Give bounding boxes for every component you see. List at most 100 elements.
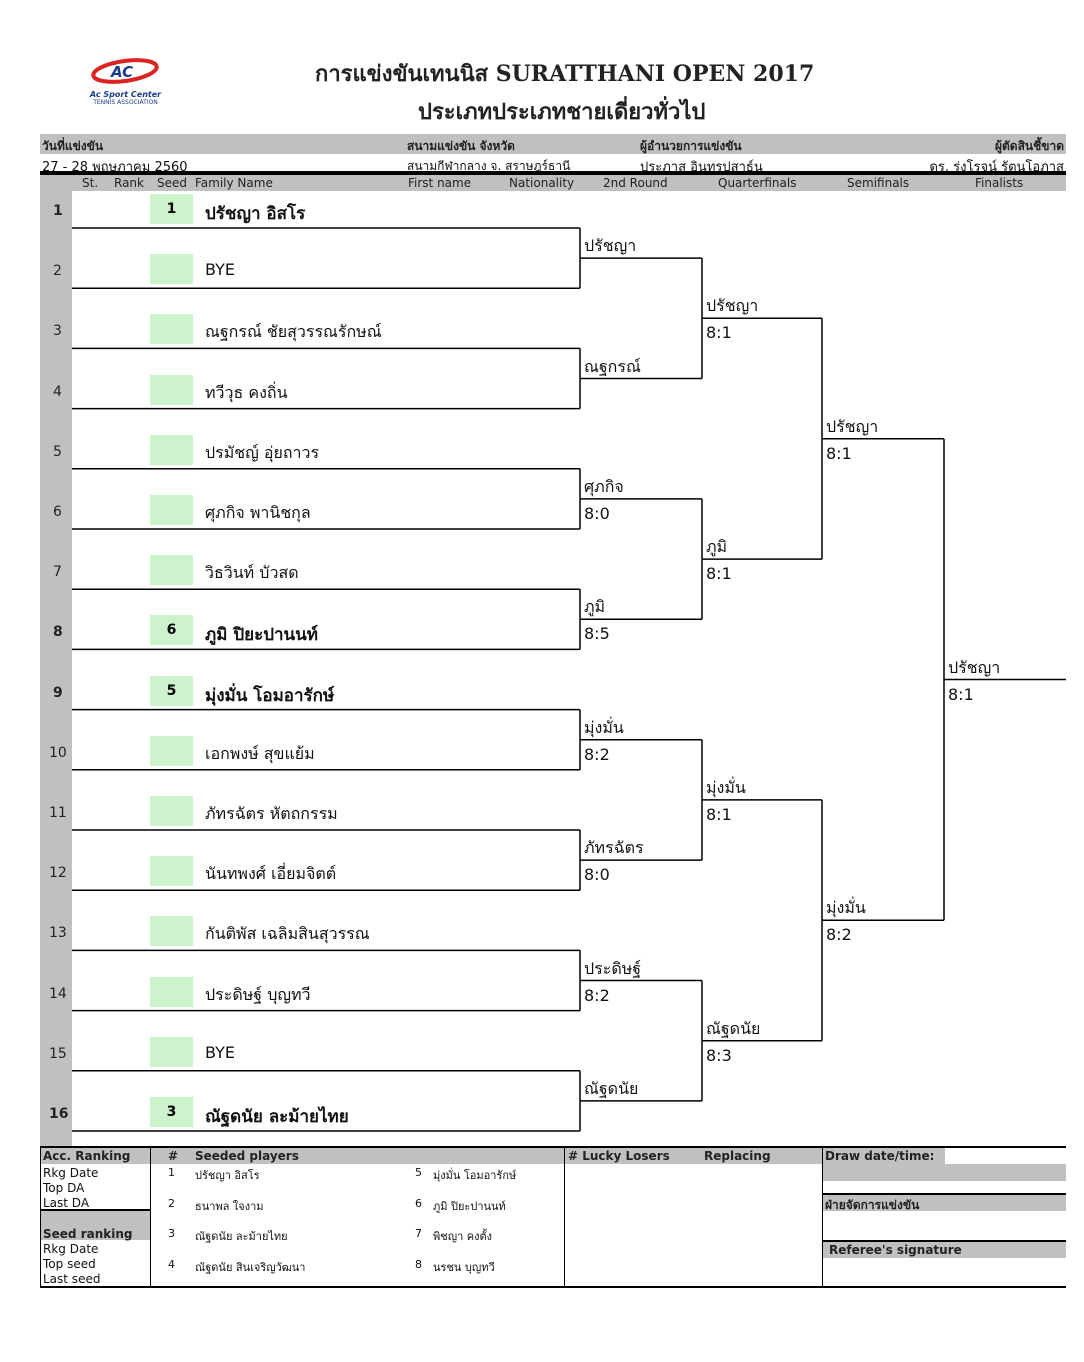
draw-position: 14 [49, 985, 67, 1002]
seed-box [150, 254, 193, 285]
hash-label: # [168, 1149, 179, 1163]
col-rank: Rank [114, 176, 144, 190]
col-sf: Semifinals [847, 176, 910, 190]
draw-date-label: Draw date/time: [825, 1149, 935, 1163]
top-seed-label: Top seed [43, 1257, 96, 1271]
draw-position: 6 [53, 504, 62, 520]
seed-box: 3 [150, 1097, 193, 1127]
rkg-date2-label: Rkg Date [43, 1242, 99, 1256]
winner-name: มุ่งมั่น [826, 898, 866, 918]
seed-number: 5 [415, 1166, 422, 1179]
draw-position: 7 [53, 564, 62, 581]
seed-box: 5 [150, 675, 193, 706]
player-name: กันติพัส เฉลิมสินสุวรรณ [205, 924, 370, 944]
match-score: 8:2 [584, 985, 610, 1005]
winner-name: ปรัชญา [706, 296, 759, 316]
draw-position: 16 [49, 1106, 69, 1122]
match-score: 8:5 [584, 624, 610, 644]
seed-box: 6 [150, 615, 193, 646]
draw-position: 5 [53, 443, 62, 460]
winner-name: ณัฐดนัย [584, 1078, 639, 1098]
match-score: 8:1 [706, 564, 732, 584]
seed-box: 1 [150, 194, 193, 224]
seeded-player-name: ภูมิ ปิยะปานนท์ [433, 1199, 506, 1213]
match-score: 8:1 [826, 443, 852, 463]
logo-swoosh-icon: AC [91, 58, 159, 84]
player-name: BYE [205, 1042, 235, 1062]
seed-box [150, 856, 193, 887]
acc-ranking-label: Acc. Ranking [43, 1149, 131, 1163]
player-name: นันทพงศ์ เอี่ยมจิตต์ [205, 864, 337, 884]
seed-box [150, 976, 193, 1007]
player-name: ภูมิ ปิยะปานนท์ [205, 625, 318, 646]
lucky-losers-label: # Lucky Losers [568, 1149, 670, 1163]
seeded-player-name: ณัฐดนัย ละม้ายไทย [195, 1230, 288, 1243]
referee-signature-label: Referee's signature [829, 1243, 962, 1257]
seeded-players-label: Seeded players [195, 1149, 299, 1163]
director-label: ผู้อำนวยการแข่งขัน [640, 139, 742, 153]
winner-name: ภัทรฉัตร [584, 838, 644, 858]
date-label: วันที่แข่งขัน [42, 139, 104, 153]
last-seed-label: Last seed [43, 1272, 101, 1286]
winner-name: มุ่งมั่น [584, 717, 624, 737]
seed-number: 7 [415, 1227, 422, 1240]
draw-position: 11 [49, 805, 67, 821]
seed-ranking-label: Seed ranking [43, 1227, 133, 1241]
venue-value: สนามกีฬากลาง จ. สุราษฎร์ธานี [407, 159, 571, 173]
top-da-label: Top DA [43, 1181, 85, 1195]
svg-text:AC: AC [110, 63, 133, 81]
player-name: ณฐกรณ์ ชัยสุวรรณรักษณ์ [205, 322, 382, 342]
player-name: เอกพงษ์ สุขแย้ม [205, 743, 315, 763]
player-name: ปรมัชญ์ อุ่ยถาวร [205, 442, 320, 462]
match-score: 8:2 [584, 744, 610, 764]
page-subtitle: ประเภทประเภทชายเดี่ยวทั่วไป [418, 99, 706, 125]
draw-position: 2 [53, 263, 62, 280]
seed-number: 3 [168, 1227, 175, 1240]
player-name: ทวีวุธ คงถิ่น [205, 382, 288, 402]
page-title: การแข่งขันเทนนิส SURATTHANI OPEN 2017 [315, 61, 815, 87]
draw-position: 8 [53, 624, 63, 641]
match-score: 8:3 [706, 1045, 732, 1065]
seeded-player-name: ธนาพล ใจงาม [195, 1199, 264, 1213]
draw-position: 3 [53, 323, 62, 340]
winner-name: ณฐกรณ์ [584, 356, 641, 376]
seed-number: 8 [415, 1257, 422, 1271]
seeded-player-name: ปรัชญา อิสโร [195, 1169, 260, 1182]
venue-label: สนามแข่งขัน จังหวัด [407, 139, 515, 153]
player-name: ศุภกิจ พานิชกุล [205, 503, 311, 522]
player-name: ประดิษฐ์ บุญทวี [205, 984, 311, 1004]
seed-box [150, 434, 193, 465]
draw-position: 12 [49, 865, 67, 882]
seeded-player-name: นรชน บุญทวี [433, 1260, 495, 1274]
seed-number: 1 [168, 1166, 175, 1179]
last-da-label: Last DA [43, 1196, 90, 1210]
seeded-player-name: พิชญา คงตั้ง [433, 1230, 493, 1243]
col-family: Family Name [195, 176, 273, 190]
seed-box [150, 374, 193, 405]
match-score: 8:1 [706, 804, 732, 824]
replacing-label: Replacing [704, 1149, 771, 1163]
match-score: 8:1 [706, 323, 732, 343]
player-name: BYE [205, 260, 235, 280]
seed-box [150, 495, 193, 525]
winner-name: ปรัชญา [826, 416, 879, 436]
player-name: ณัฐดนัย ละม้ายไทย [205, 1107, 349, 1127]
logo-line1: Ac Sport Center [89, 90, 162, 99]
draw-position: 9 [53, 684, 63, 701]
seed-box [150, 735, 193, 766]
logo-line2: TENNIS ASSOCIATION [93, 99, 158, 106]
winner-name: ณัฐดนัย [706, 1018, 761, 1038]
col-r2: 2nd Round [603, 176, 668, 190]
winner-name: ภูมิ [584, 597, 606, 617]
winner-name: ศุภกิจ [584, 476, 624, 496]
match-score: 8:0 [584, 865, 610, 885]
draw-position: 15 [49, 1045, 67, 1062]
player-name: วิธวินท์ บัวสด [205, 563, 299, 583]
match-score: 8:1 [948, 684, 974, 704]
player-name: ปรัชญา อิสโร [205, 204, 306, 224]
match-score: 8:2 [826, 925, 852, 945]
seed-number: 2 [168, 1196, 175, 1210]
seeded-player-name: มุ่งมั่น โอมอารักษ์ [433, 1169, 517, 1182]
